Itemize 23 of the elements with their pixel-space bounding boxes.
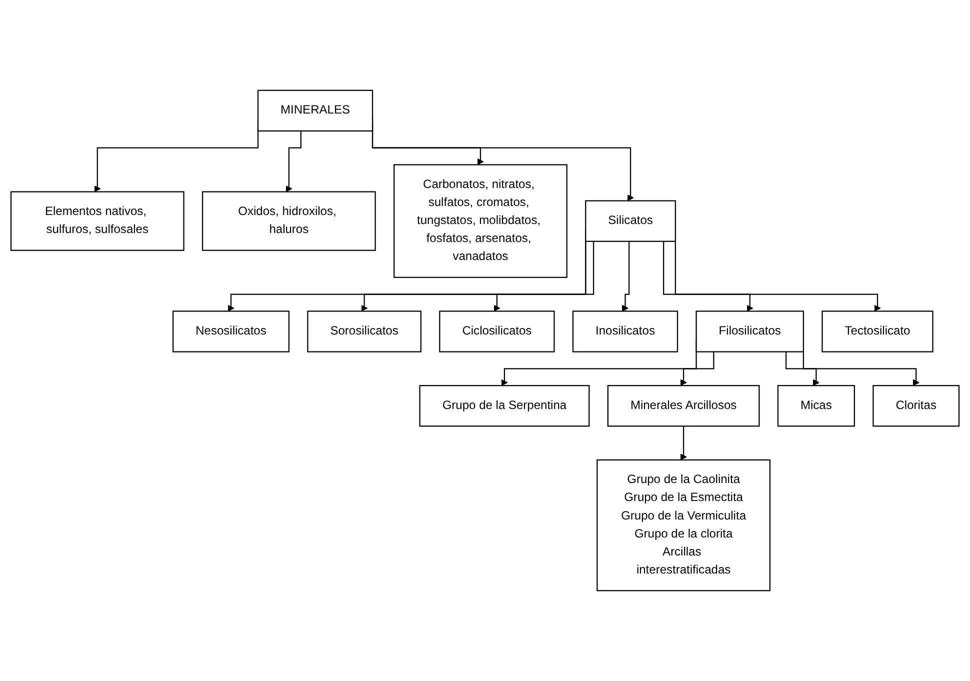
node-box: Cloritas xyxy=(872,385,960,427)
arrow xyxy=(680,352,714,386)
arrow xyxy=(680,426,687,460)
node-box: Filosilicatos xyxy=(696,310,804,352)
node-box: Grupo de la Caolinita Grupo de la Esmectita Grupo de la Vermiculita Grupo de la clorita Arcillas interestratificadas xyxy=(596,459,770,592)
node-box: Minerales Arcillosos xyxy=(607,385,760,427)
arrow xyxy=(286,130,302,192)
node-box: Inosilicatos xyxy=(572,310,678,352)
arrow xyxy=(663,241,754,312)
node-box: Silicatos xyxy=(585,200,676,242)
node-box: Elementos nativos, sulfuros, sulfosales xyxy=(10,191,184,251)
arrow xyxy=(494,241,594,312)
node-box: Nesosilicatos xyxy=(172,310,290,352)
arrow xyxy=(622,241,630,312)
node-box: Micas xyxy=(777,385,855,427)
node-box: Ciclosilicatos xyxy=(439,310,555,352)
node-box: Sorosilicatos xyxy=(307,310,422,352)
arrow xyxy=(785,352,820,386)
node-box: Grupo de la Serpentina xyxy=(419,385,590,427)
node-box: Oxidos, hidroxilos, haluros xyxy=(202,191,376,251)
node-box: Tectosilicato xyxy=(822,310,934,352)
node-box: MINERALES xyxy=(257,90,374,132)
node-box: Carbonatos, nitratos, sulfatos, cromatos, tungstatos, molibdatos, fosfatos, arsenatos, vanadatos xyxy=(394,164,568,278)
